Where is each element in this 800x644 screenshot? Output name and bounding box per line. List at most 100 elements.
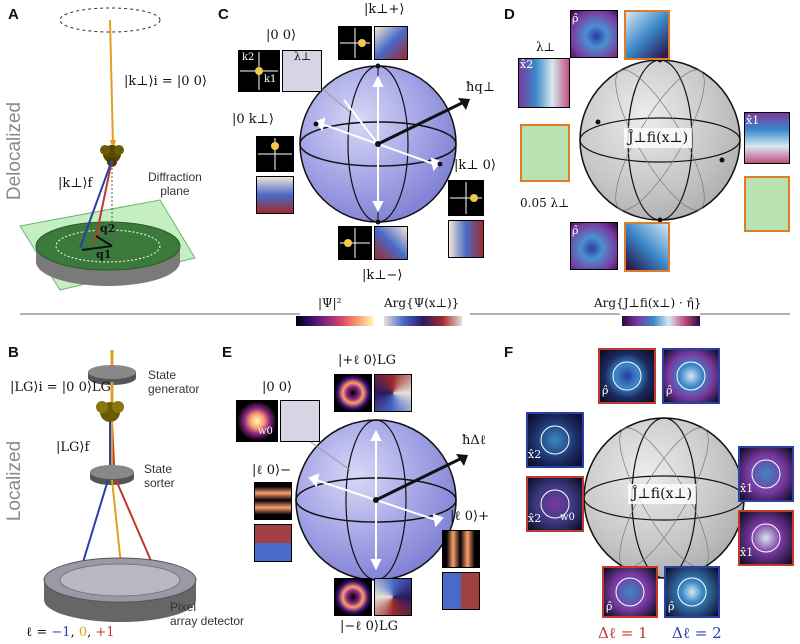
phase-tile-left xyxy=(256,176,294,214)
state-origin-c: |0 0⟩ xyxy=(266,28,297,43)
ell-legend: ℓ = −1, 0, +1 xyxy=(26,625,115,640)
rho-label-d-bottom: ρ̂ xyxy=(572,224,579,237)
k2-label: k2 xyxy=(242,52,255,63)
rho-label-f-2: ρ̂ xyxy=(666,384,673,397)
f-tile-x2-blue xyxy=(526,412,584,468)
current-map-rho-bottom xyxy=(570,222,618,270)
state-sorter-label: State sorter xyxy=(144,462,175,490)
ell-prefix: ℓ = xyxy=(26,625,52,640)
q1-label: q1 xyxy=(96,248,112,261)
state-origin-e: |0 0⟩ xyxy=(262,380,293,395)
colorbar-label-phase: Arg{Ψ(x⊥)} xyxy=(384,296,460,310)
f-tile-rho-top-red xyxy=(598,348,656,404)
scattered-beam-red xyxy=(94,159,113,243)
lg-phase-bottom xyxy=(374,578,412,616)
f-tile-x1-blue xyxy=(738,446,794,502)
state-top-c: |k⊥+⟩ xyxy=(364,2,405,17)
state-left-c: |0 k⊥⟩ xyxy=(232,112,274,127)
sphere-label-d: Ĵ⊥fi(x⊥) xyxy=(624,128,693,148)
ell-plus1: +1 xyxy=(95,625,115,640)
x1-label-f-1: x̂1 xyxy=(740,482,754,495)
current-zoom-rho-bottom xyxy=(624,222,670,272)
colorbar-intensity xyxy=(296,316,374,326)
state-top-e: |+ℓ 0⟩LG xyxy=(338,353,396,368)
rho-label-f-4: ρ̂ xyxy=(668,600,675,613)
f-tile-rho-bottom-red xyxy=(602,566,658,618)
panel-label-f: F xyxy=(504,344,514,361)
axis-label-c: ħq⊥ xyxy=(466,80,495,95)
x2-label-d: x̂2 xyxy=(520,58,534,71)
rho-label-d-top: ρ̂ xyxy=(572,12,579,25)
f-tile-rho-top-blue xyxy=(662,348,720,404)
lg-phase-origin xyxy=(280,400,320,442)
w0-label-f: w0 xyxy=(560,512,575,523)
phase-tile-right xyxy=(448,220,484,258)
panel-label-c: C xyxy=(218,6,229,23)
current-zoom-x2 xyxy=(520,124,570,182)
state-right-c: |k⊥ 0⟩ xyxy=(454,158,496,173)
x2-label-f-2: x̂2 xyxy=(528,512,542,525)
f-tile-x1-red xyxy=(738,510,794,566)
lg-intensity-plus xyxy=(442,530,480,568)
output-state-label-b: |LG⟩f xyxy=(56,440,90,455)
lg-intensity-origin xyxy=(236,400,278,442)
detector-label: Pixel array detector xyxy=(170,600,245,628)
output-state-label-a: |k⊥⟩f xyxy=(58,176,93,191)
current-zoom-x1 xyxy=(744,176,790,232)
f-tile-rho-bottom-blue xyxy=(664,566,720,618)
current-map-x1 xyxy=(744,112,790,164)
x1-label-f-2: x̂1 xyxy=(740,546,754,559)
lg-phase-top xyxy=(374,374,412,412)
scale-label-d: 0.05 λ⊥ xyxy=(520,196,570,210)
k1-label: k1 xyxy=(264,74,277,85)
phase-tile-bottom xyxy=(374,226,408,260)
current-map-rho-top xyxy=(570,10,618,58)
w0-label-e: w0 xyxy=(258,426,273,437)
state-plus-e: |ℓ 0⟩+ xyxy=(450,509,489,524)
scattered-beam-blue xyxy=(79,159,113,249)
rho-label-f-1: ρ̂ xyxy=(602,384,609,397)
q2-arrow xyxy=(95,235,113,247)
q1-arrow xyxy=(81,245,113,251)
x2-label-f-1: x̂2 xyxy=(528,448,542,461)
beam-ell-minus1 xyxy=(79,479,109,573)
diffraction-plane-label: Diffraction plane xyxy=(148,170,202,198)
axis-arrow-c xyxy=(377,100,465,146)
input-state-label-b: |LG⟩i = |0 0⟩LG xyxy=(10,380,111,395)
lambda-tile xyxy=(282,50,322,92)
colorbar-label-intensity: |Ψ|² xyxy=(318,296,342,310)
lg-intensity-minus xyxy=(254,482,292,520)
lg-intensity-top xyxy=(334,374,372,412)
state-bottom-c: |k⊥−⟩ xyxy=(362,268,403,283)
panel-label-b: B xyxy=(8,344,19,361)
lg-intensity-bottom xyxy=(334,578,372,616)
axis-arrow-e xyxy=(375,456,463,502)
state-minus-e: |ℓ 0⟩− xyxy=(252,463,291,478)
source-ring xyxy=(59,7,161,33)
colorbar-phase xyxy=(384,316,462,326)
x1-label-d: x̂1 xyxy=(746,114,760,127)
lambda-label-d: λ⊥ xyxy=(536,40,555,54)
ell-0: 0 xyxy=(78,625,88,640)
colorbar-label-current: Arg{J⊥fi(x⊥) · η̂} xyxy=(594,296,702,310)
panel-label-d: D xyxy=(504,6,515,23)
sphere-label-f: Ĵ⊥fi(x⊥) xyxy=(628,484,697,504)
incident-beam xyxy=(109,19,114,146)
q2-label: q2 xyxy=(100,222,116,235)
lambda-label-c: λ⊥ xyxy=(294,50,312,63)
current-map-x2 xyxy=(518,58,570,108)
state-bottom-e: |−ℓ 0⟩LG xyxy=(340,619,398,634)
current-zoom-rho-top xyxy=(624,10,670,60)
panel-label-a: A xyxy=(8,6,19,23)
input-state-label-a: |k⊥⟩i = |0 0⟩ xyxy=(124,74,207,89)
delta-ell-1: Δℓ = 1 xyxy=(598,624,648,642)
specimen-particle-b xyxy=(96,401,124,422)
